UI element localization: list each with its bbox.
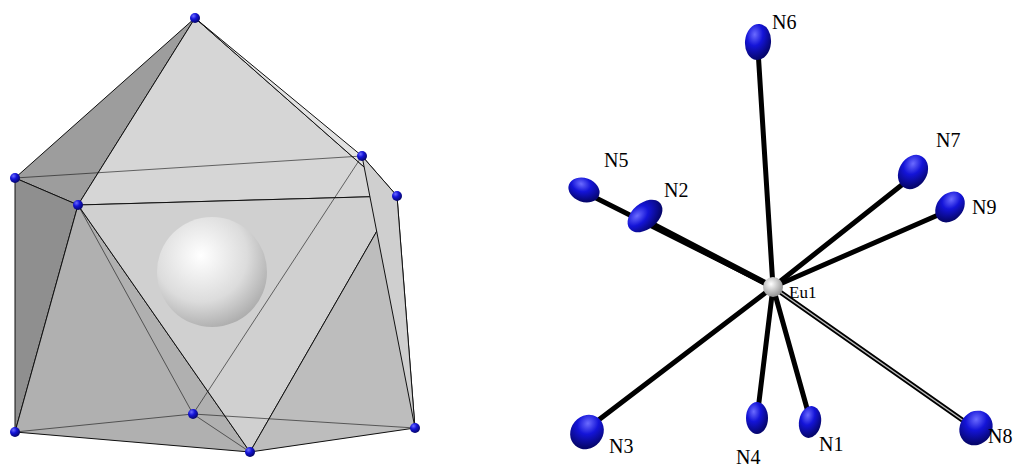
bond-lines	[590, 50, 968, 425]
atom-label: N2	[664, 180, 688, 200]
atom-label: N6	[772, 12, 796, 32]
atom-label: N8	[988, 426, 1012, 446]
atom-label: N9	[972, 197, 996, 217]
coordination-polyhedron	[10, 13, 420, 457]
atom-label: N3	[609, 436, 633, 456]
atom-ellipsoids	[563, 23, 999, 456]
atom-label: N1	[819, 434, 843, 454]
atom-label: N4	[736, 447, 760, 467]
atom-label: N5	[604, 150, 628, 170]
atom-label: Eu1	[789, 284, 816, 301]
atom-label: N7	[936, 130, 960, 150]
